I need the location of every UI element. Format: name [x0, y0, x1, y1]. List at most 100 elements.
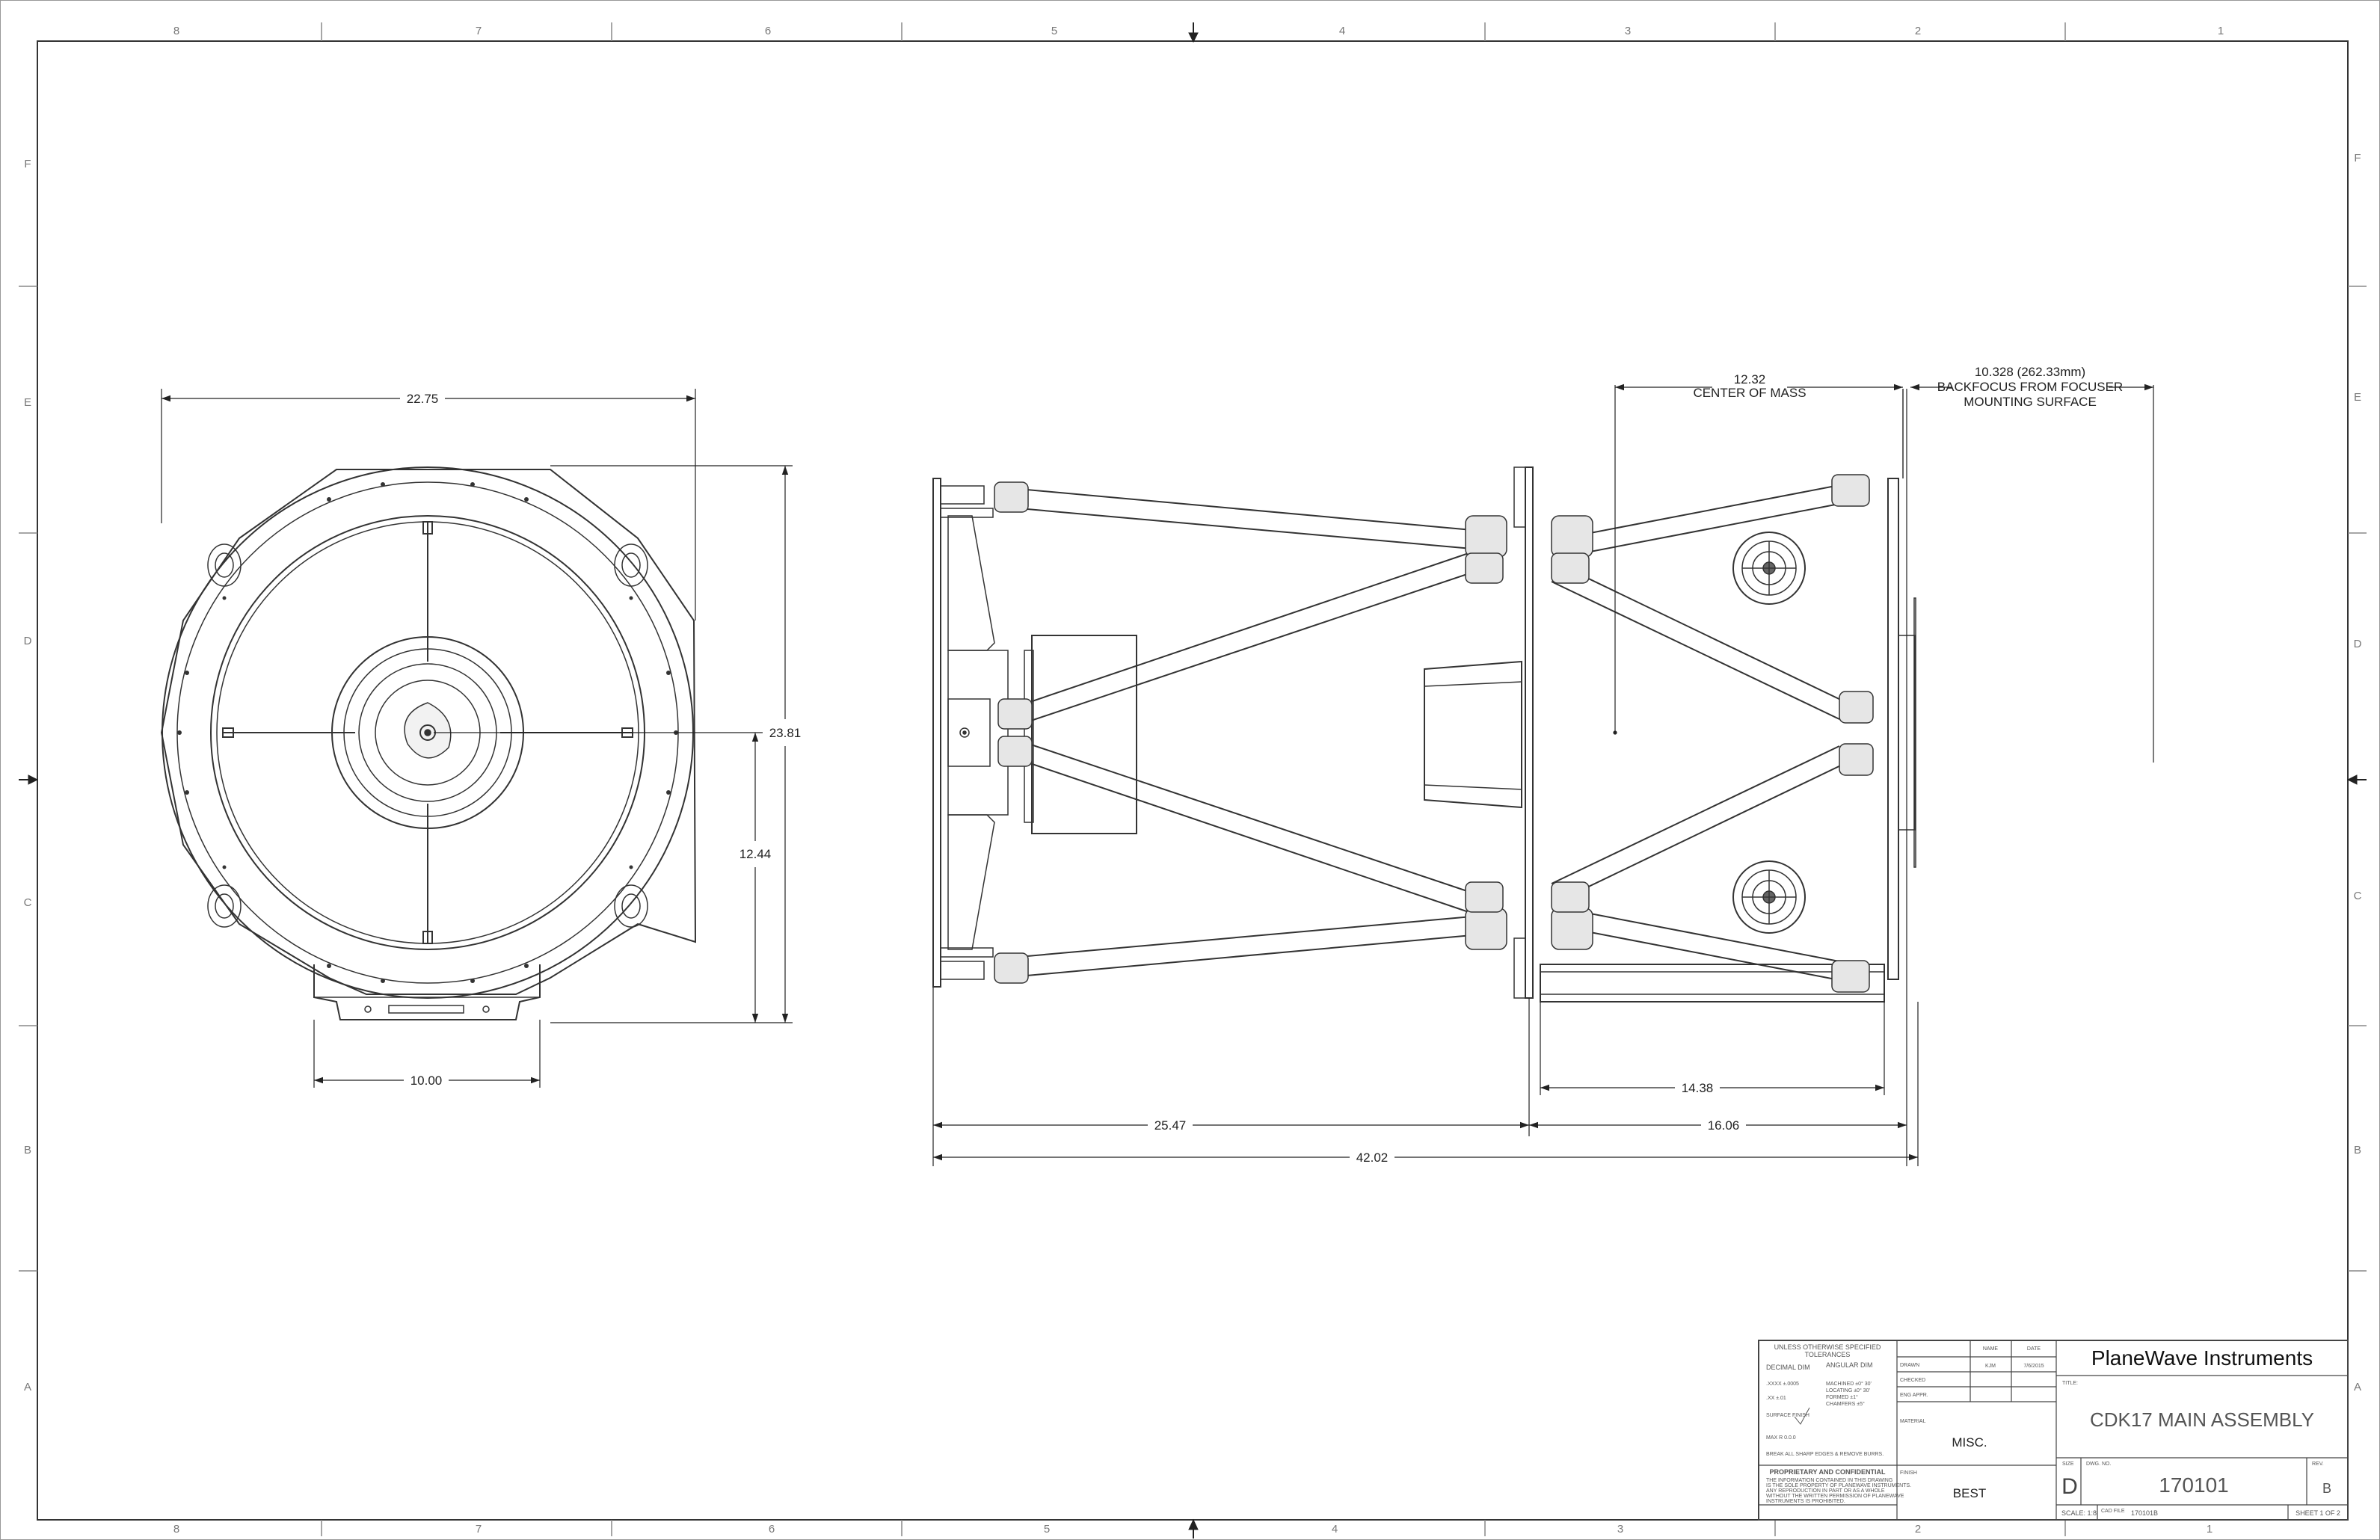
- surface-finish-symbol: [1794, 1407, 1810, 1425]
- tb-dwg-label: DWG. NO.: [2086, 1462, 2111, 1467]
- dim-backfocus: 10.328 (262.33mm): [1975, 365, 2085, 379]
- zone-row-right-2: E: [2354, 391, 2361, 404]
- tb-material: MISC.: [1952, 1435, 1987, 1450]
- truss-fittings: [994, 474, 1874, 993]
- tb-angular-tol-3: FORMED ±1°: [1826, 1394, 1858, 1400]
- tb-tolerance-header-1: UNLESS OTHERWISE SPECIFIED: [1774, 1343, 1881, 1351]
- tb-drawn-name: KJM: [1985, 1364, 1996, 1369]
- zone-col-bottom-7: 2: [1915, 1523, 1921, 1536]
- cooling-fans: [1732, 532, 1806, 934]
- tb-decimal-tol-1: .XXXX ±.0005: [1766, 1382, 1799, 1387]
- zone-row-right-6: A: [2354, 1381, 2361, 1393]
- tb-angular-dim: ANGULAR DIM: [1826, 1361, 1873, 1369]
- dim-overall-height: 23.81: [769, 726, 802, 740]
- zone-row-right-1: F: [2354, 152, 2361, 164]
- tb-proprietary-1: THE INFORMATION CONTAINED IN THIS DRAWIN…: [1766, 1478, 1892, 1483]
- tb-surface-finish: SURFACE FINISH: [1766, 1413, 1809, 1418]
- zone-col-top-7: 2: [1915, 25, 1921, 37]
- tb-proprietary-5: INSTRUMENTS IS PROHIBITED.: [1766, 1499, 1845, 1504]
- side-view: [932, 389, 1916, 1002]
- zone-col-bottom-8: 1: [2207, 1523, 2213, 1536]
- truss-tubes: [1001, 484, 1848, 982]
- zone-row-left-4: C: [24, 896, 32, 909]
- zone-row-right-3: D: [2354, 638, 2362, 650]
- zone-row-left-3: D: [24, 635, 32, 647]
- zone-col-bottom-6: 3: [1617, 1523, 1623, 1536]
- tb-angular-tol-2: LOCATING ±0° 30': [1826, 1387, 1870, 1393]
- tb-proprietary-3: ANY REPRODUCTION IN PART OR AS A WHOLE: [1766, 1488, 1885, 1494]
- tb-size: D: [2061, 1474, 2078, 1499]
- dim-center-of-mass: 12.32: [1734, 372, 1766, 386]
- zone-row-left-1: F: [24, 158, 31, 170]
- front-view: [160, 466, 697, 1020]
- front-ring-plate: [932, 478, 941, 988]
- tb-size-label: SIZE: [2062, 1462, 2074, 1467]
- tb-title-label: TITLE:: [2062, 1381, 2078, 1386]
- zone-col-top-1: 8: [173, 25, 179, 37]
- tb-scale: SCALE: 1:8: [2061, 1509, 2097, 1517]
- tb-max-finish: MAX R 0.0.0: [1766, 1435, 1796, 1441]
- zone-col-bottom-3: 6: [769, 1523, 775, 1536]
- tb-rev: B: [2322, 1481, 2331, 1496]
- zone-row-left-5: B: [24, 1144, 31, 1156]
- tb-rev-label: REV.: [2312, 1462, 2324, 1467]
- tb-cad-file: 170101B: [2131, 1509, 2158, 1517]
- zone-labels: 8 7 6 5 4 3 2 1 8 7 6 5 4 3 2 1 F E D C …: [24, 25, 2362, 1536]
- tb-col-name: NAME: [1983, 1346, 1999, 1352]
- dim-overall-length: 42.02: [1356, 1151, 1389, 1165]
- zone-col-bottom-1: 8: [173, 1523, 179, 1536]
- dim-backfocus-label-2: MOUNTING SURFACE: [1964, 395, 2097, 409]
- dim-center-of-mass-label: CENTER OF MASS: [1693, 386, 1806, 400]
- zone-col-top-2: 7: [476, 25, 482, 37]
- tb-proprietary-2: IS THE SOLE PROPERTY OF PLANEWAVE INSTRU…: [1766, 1483, 1911, 1488]
- zone-col-bottom-2: 7: [476, 1523, 482, 1536]
- tb-row-eng-appr: ENG APPR.: [1900, 1393, 1928, 1398]
- side-view-dimensions: [932, 384, 2154, 1166]
- tb-break-edges: BREAK ALL SHARP EDGES & REMOVE BURRS.: [1766, 1452, 1884, 1457]
- tb-tolerance-header-2: TOLERANCES: [1805, 1351, 1851, 1358]
- tb-company: PlaneWave Instruments: [2091, 1346, 2313, 1370]
- tb-row-checked: CHECKED: [1900, 1378, 1925, 1383]
- zone-col-top-6: 3: [1625, 25, 1631, 37]
- tb-row-finish: FINISH: [1900, 1470, 1917, 1476]
- zone-col-bottom-5: 4: [1332, 1523, 1338, 1536]
- zone-col-top-5: 4: [1339, 25, 1345, 37]
- dim-rear-length: 14.38: [1682, 1081, 1714, 1095]
- dim-rear-section: 16.06: [1708, 1118, 1740, 1133]
- mounting-ears: [207, 543, 648, 928]
- zone-col-bottom-4: 5: [1044, 1523, 1050, 1536]
- tb-dwg-no: 170101: [2159, 1473, 2228, 1497]
- rear-cell-plate: [1887, 478, 1899, 980]
- zone-col-top-8: 1: [2218, 25, 2224, 37]
- tb-cad-label: CAD FILE: [2101, 1509, 2125, 1514]
- centering-marks: [19, 22, 2367, 1539]
- zone-row-left-2: E: [24, 396, 31, 409]
- bolt-holes: [177, 482, 678, 983]
- front-outer-ring: [160, 469, 697, 995]
- dim-overall-width: 22.75: [407, 392, 439, 406]
- tb-drawn-date: 7/6/2015: [2023, 1364, 2044, 1369]
- tb-proprietary-4: WITHOUT THE WRITTEN PERMISSION OF PLANEW…: [1766, 1494, 1904, 1499]
- mid-ring-plate: [1525, 466, 1534, 999]
- primary-baffle: [1424, 660, 1522, 809]
- front-base-plate: [313, 964, 541, 1020]
- tb-decimal-tol-3: .XX ±.01: [1766, 1396, 1786, 1401]
- dim-base-width: 10.00: [410, 1074, 443, 1088]
- tb-angular-tol-1: MACHINED ±0° 30': [1826, 1381, 1872, 1387]
- dim-axis-height: 12.44: [739, 847, 772, 861]
- zone-row-right-5: B: [2354, 1144, 2361, 1156]
- front-view-dimensions: [161, 389, 793, 1088]
- zone-row-left-6: A: [24, 1381, 31, 1393]
- tb-col-date: DATE: [2027, 1346, 2041, 1352]
- tb-proprietary-title: PROPRIETARY AND CONFIDENTIAL: [1769, 1468, 1886, 1476]
- zone-ticks: [19, 22, 2367, 1536]
- tb-row-drawn: DRAWN: [1900, 1363, 1919, 1368]
- front-view-dim-labels: 22.75 23.81 12.44 10.00: [407, 392, 802, 1088]
- tb-angular-tol-4: CHAMFERS ±5°: [1826, 1401, 1865, 1407]
- tb-finish: BEST: [1953, 1486, 1986, 1500]
- dim-front-section: 25.47: [1154, 1118, 1187, 1133]
- tb-row-material: MATERIAL: [1900, 1419, 1926, 1424]
- zone-col-top-4: 5: [1051, 25, 1057, 37]
